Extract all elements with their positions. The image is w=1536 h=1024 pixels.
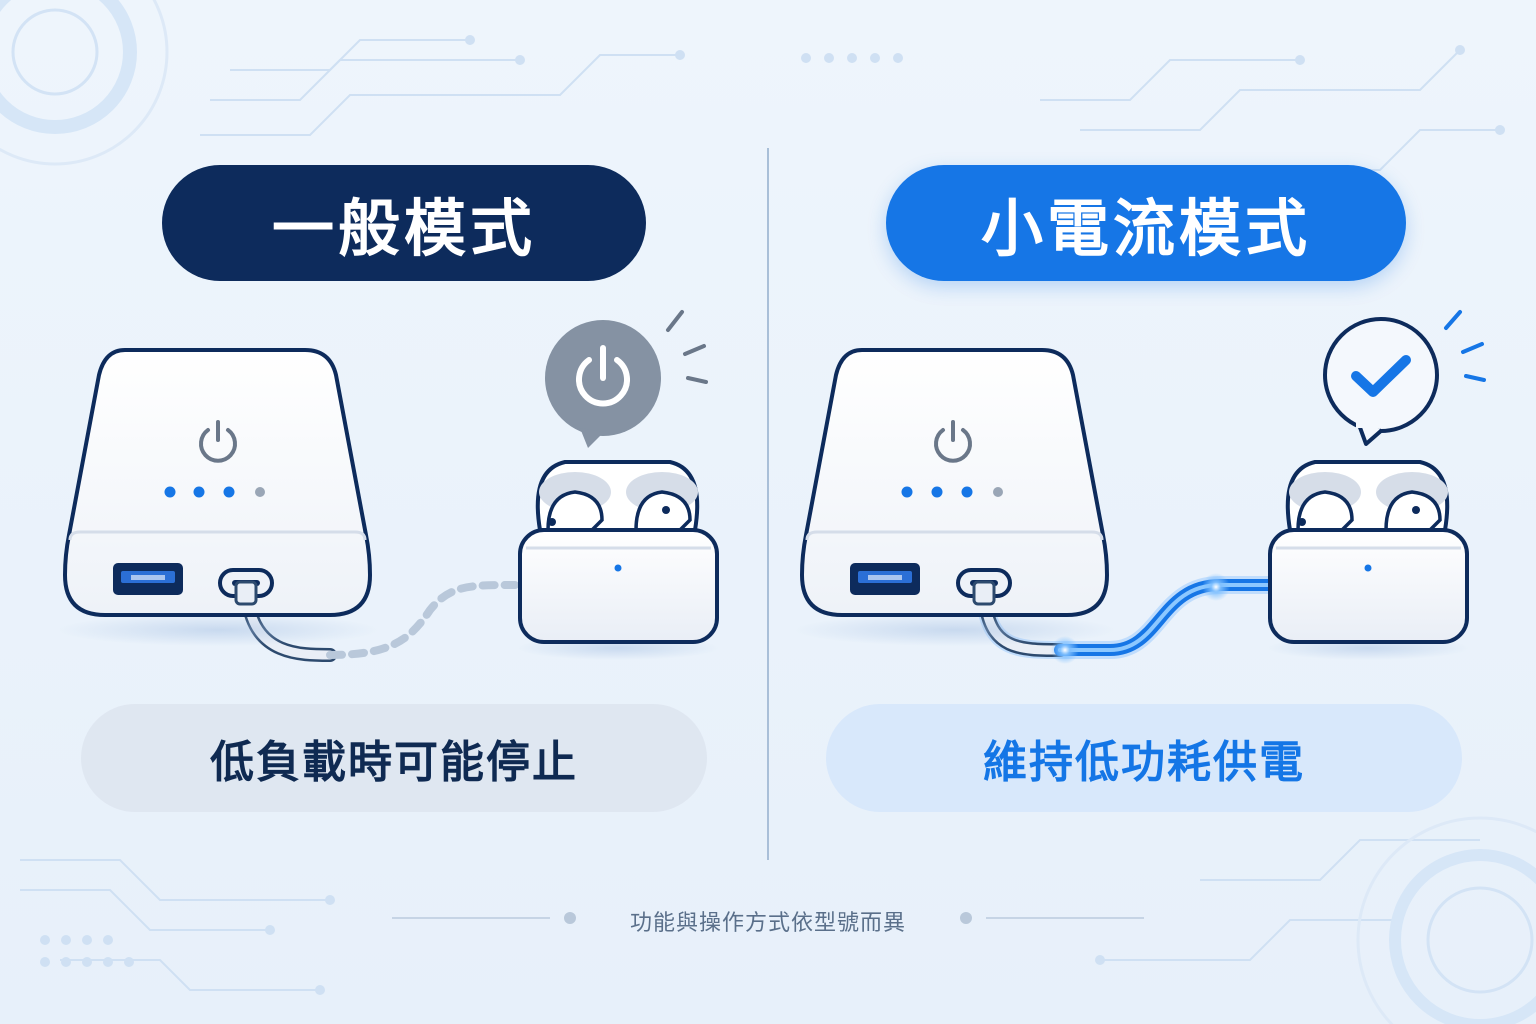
power-bank	[795, 348, 1115, 646]
battery-indicator-dots	[164, 486, 265, 498]
left-panel	[58, 310, 719, 662]
battery-indicator-dots	[901, 486, 1003, 498]
power-off-bubble	[545, 310, 708, 448]
earbud-left	[546, 490, 604, 532]
low-current-mode-caption: 維持低功耗供電	[826, 704, 1462, 812]
normal-mode-title: 一般模式	[162, 165, 646, 281]
low-current-mode-title: 小電流模式	[886, 165, 1406, 281]
power-bank	[58, 348, 378, 646]
cable-plug	[234, 580, 258, 606]
power-icon	[934, 420, 972, 463]
footnote-decoration	[392, 912, 1144, 924]
circuit-dots	[40, 35, 1505, 995]
footnote: 功能與操作方式依型號而異	[629, 911, 906, 936]
power-icon	[576, 345, 630, 407]
right-panel	[795, 310, 1486, 664]
power-icon	[199, 420, 237, 463]
earbud-left	[1296, 490, 1354, 532]
earbud-right	[634, 490, 692, 532]
check-bubble	[1323, 310, 1486, 446]
checkmark-icon	[1351, 355, 1411, 397]
alert-lines-icon	[666, 310, 708, 384]
usb-a-port	[113, 563, 183, 595]
earbuds-case	[518, 460, 719, 660]
earbuds-case	[1268, 460, 1469, 660]
earbud-right	[1384, 490, 1442, 532]
cable-plug	[972, 580, 996, 606]
usb-a-port	[850, 563, 920, 595]
alert-lines-icon	[1444, 310, 1486, 382]
normal-mode-caption: 低負載時可能停止	[81, 704, 707, 812]
